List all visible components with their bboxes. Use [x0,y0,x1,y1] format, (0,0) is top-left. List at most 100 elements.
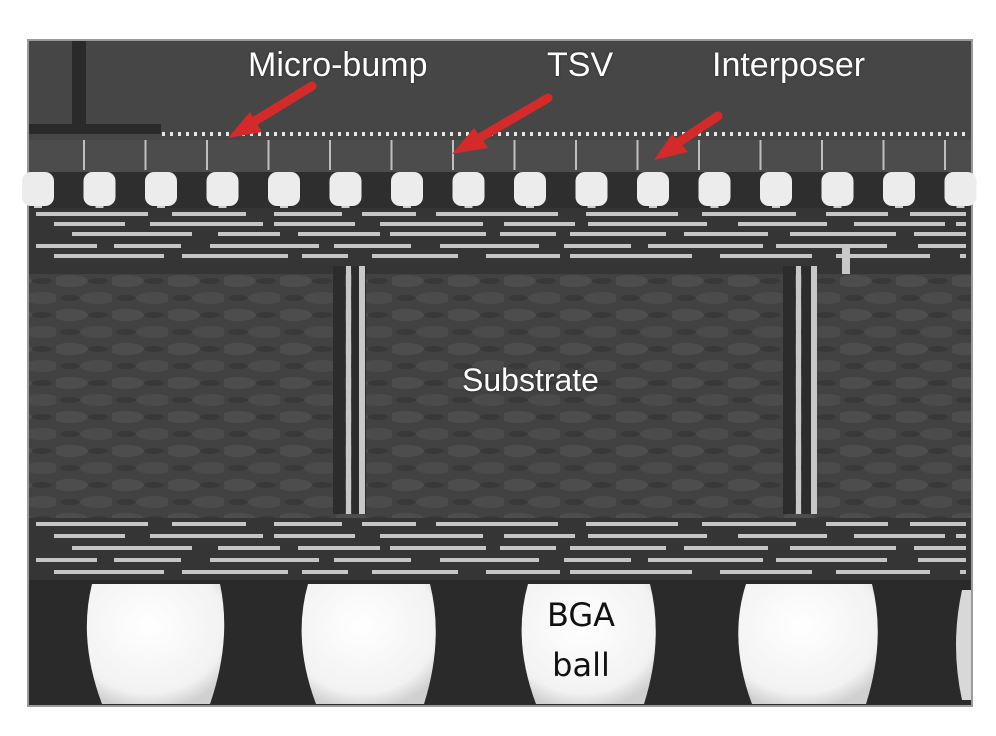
arrow-micro-bump [228,81,317,138]
trace [720,570,812,574]
c4-bump [514,172,546,206]
trace [570,570,692,574]
trace [738,222,827,226]
trace [684,232,768,236]
c4-bump [268,172,300,206]
trace [648,244,763,248]
trace [918,244,966,248]
trace [150,222,263,226]
trace [362,522,416,526]
bga-ball [521,584,656,704]
trace [390,546,486,550]
trace [486,570,560,574]
trace [298,232,380,236]
trace [918,558,966,562]
c4-bump [760,172,792,206]
trace [182,254,288,258]
trace [570,232,666,236]
trace [218,232,280,236]
tsv-label: TSV [547,46,614,84]
c4-bump [145,172,177,206]
trace [504,222,575,226]
bga-balls [86,584,971,704]
trace [372,254,458,258]
trace [274,212,342,216]
arrow-interposer [654,111,723,160]
tsv-lines [83,140,946,170]
trace [372,570,458,574]
trace [298,546,380,550]
trace [114,558,181,562]
trace [956,534,966,538]
trace [172,522,246,526]
bottom-traces [36,522,966,574]
trace [702,212,796,216]
bga-ball [86,584,225,704]
micro-bump-label: Micro-bump [248,46,428,84]
c4-bump-layer [29,172,971,208]
trace [854,222,945,226]
trace [776,244,887,248]
substrate-upper-gap [29,258,971,274]
trace [790,232,896,236]
trace [274,534,355,538]
trace [836,570,930,574]
trace [54,222,125,226]
trace [114,244,181,248]
annotation-arrows [228,81,723,160]
trace [720,254,812,258]
trace [738,534,827,538]
trace [588,534,707,538]
interposer-label: Interposer [712,46,866,84]
trace [826,212,888,216]
c4-bump [329,172,362,206]
trace [910,522,966,526]
c4-bump [452,172,485,206]
trace [684,546,768,550]
bga-ball [301,584,436,704]
trace [390,232,486,236]
trace [960,570,966,574]
trace [210,244,319,248]
trace [956,222,966,226]
trace [440,244,539,248]
trace [274,522,342,526]
trace [36,244,97,248]
c4-bump [698,172,731,206]
trace [380,222,483,226]
plated-through-holes [333,244,850,514]
trace [218,546,280,550]
trace [72,232,192,236]
bga-label-line1: BGA [546,596,616,634]
trace [790,546,896,550]
trace [54,534,125,538]
trace [914,232,966,236]
c4-bump [391,172,423,206]
substrate-label: Substrate [462,362,599,398]
trace [36,212,148,216]
c4-bump [883,172,915,206]
interposer-band [29,140,971,172]
bga-ball-partial [956,590,971,700]
trace [182,570,288,574]
top-traces [36,212,966,258]
trace [486,254,560,258]
c4-bump [206,172,239,206]
trace [648,558,763,562]
trace [854,534,945,538]
trace [36,522,148,526]
trace [564,558,631,562]
trace [72,546,192,550]
trace [436,522,558,526]
die-edge-horizontal [29,124,161,134]
trace [826,522,888,526]
arrow-tsv [452,93,553,154]
c4-bump [637,172,669,206]
c4-bump [22,172,54,206]
trace [960,254,966,258]
trace [500,232,556,236]
trace [436,212,558,216]
trace [334,244,411,248]
trace [302,254,348,258]
